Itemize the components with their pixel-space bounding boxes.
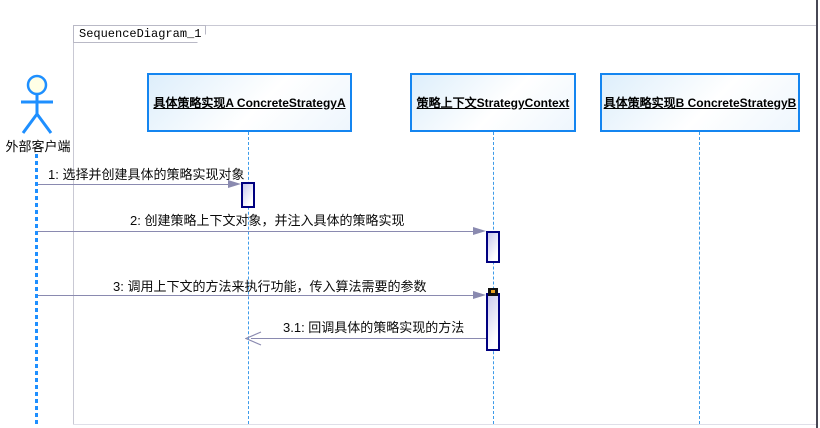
message-1-line	[38, 184, 228, 185]
activation-concretestrategya[interactable]	[241, 182, 255, 208]
lifeline-header-strategycontext[interactable]: 策略上下文StrategyContext	[410, 73, 576, 132]
actor-figure[interactable]	[15, 72, 59, 138]
lifeline-header-concretestrategyb[interactable]: 具体策略实现B ConcreteStrategyB	[600, 73, 800, 132]
message-1-label: 1: 选择并创建具体的策略实现对象	[48, 167, 245, 182]
activation-strategycontext-1[interactable]	[486, 231, 500, 263]
message-3-label: 3: 调用上下文的方法来执行功能，传入算法需要的参数	[113, 279, 427, 294]
lifeline-concretestrategyb	[699, 132, 700, 424]
diagram-frame-tab[interactable]: SequenceDiagram_1	[73, 25, 206, 43]
message-2-line	[38, 231, 473, 232]
solid-arrowhead-icon	[473, 291, 486, 299]
message-3-line	[38, 295, 473, 296]
solid-arrowhead-icon	[228, 180, 241, 188]
activation-strategycontext-2[interactable]	[486, 293, 500, 351]
frame-top-border	[73, 25, 816, 26]
solid-arrowhead-icon	[473, 227, 486, 235]
activation-call-marker-icon	[488, 288, 498, 296]
canvas-right-edge	[816, 0, 818, 428]
lifeline-header-label: 策略上下文StrategyContext	[416, 96, 570, 110]
frame-left-border	[73, 25, 74, 424]
lifeline-header-concretestrategya[interactable]: 具体策略实现A ConcreteStrategyA	[147, 73, 352, 132]
lifeline-strategycontext	[493, 132, 494, 424]
actor-head-icon	[26, 74, 48, 96]
frame-bottom-border	[73, 424, 816, 425]
open-arrowhead-icon	[245, 331, 262, 346]
lifeline-header-label: 具体策略实现B ConcreteStrategyB	[603, 96, 797, 110]
message-3-1-label: 3.1: 回调具体的策略实现的方法	[283, 320, 465, 335]
lifeline-concretestrategya	[248, 132, 249, 424]
actor-label: 外部客户端	[5, 139, 71, 154]
actor-lifeline	[35, 154, 38, 424]
message-2-label: 2: 创建策略上下文对象，并注入具体的策略实现	[130, 213, 405, 228]
message-3-1-line	[251, 338, 486, 339]
lifeline-header-label: 具体策略实现A ConcreteStrategyA	[153, 96, 346, 110]
